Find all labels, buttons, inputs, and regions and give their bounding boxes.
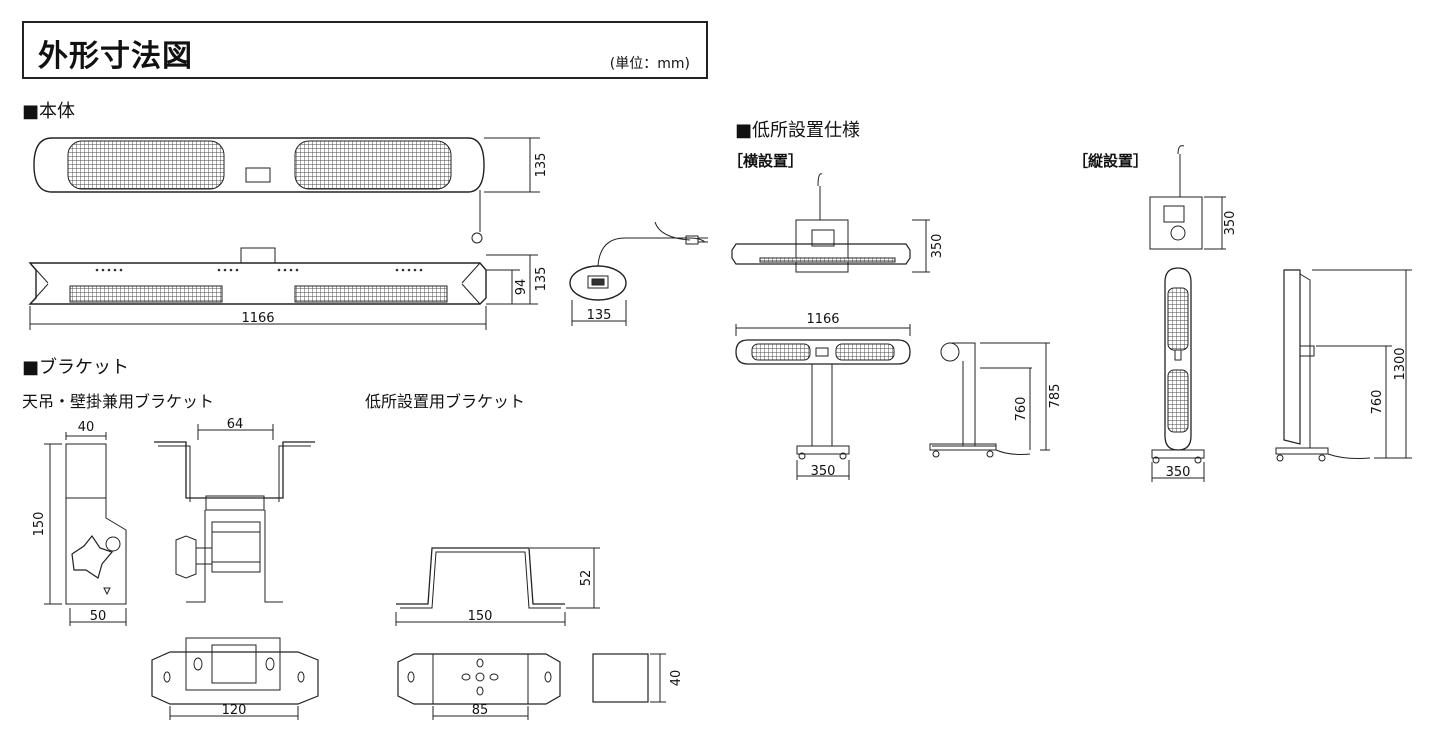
- low-bracket-end-view: [592, 653, 649, 703]
- heater-side-view: [28, 247, 487, 305]
- vertical-install-side-view: [1275, 269, 1371, 462]
- dim-h-760: 760: [1014, 397, 1029, 422]
- heater-front-view: [33, 137, 485, 193]
- dim-h-1166: 1166: [806, 312, 839, 327]
- vertical-install-top-view: [1149, 145, 1203, 250]
- dim-v-350-base: 350: [1166, 465, 1191, 480]
- dim-body-side-94: 94: [514, 279, 529, 296]
- dim-h-350-top: 350: [930, 234, 945, 259]
- dim-body-side-135: 135: [534, 267, 549, 292]
- horizontal-install-top-view: [731, 173, 911, 273]
- switch-unit: [569, 221, 708, 301]
- dim-v-760: 760: [1370, 390, 1385, 415]
- dim-b1-50: 50: [90, 609, 107, 624]
- wall-bracket-plate: [151, 637, 319, 705]
- title-box: 外形寸法図 (単位：mm): [22, 21, 708, 79]
- dim-switch-135: 135: [587, 308, 612, 323]
- horizontal-install-front-view: [735, 339, 911, 460]
- subsection-horizontal: ［横設置］: [728, 152, 804, 170]
- dim-body-width-1166: 1166: [241, 311, 274, 326]
- dim-body-height-135: 135: [534, 153, 549, 178]
- vertical-install-front-view: [1151, 267, 1205, 464]
- dim-v-350-top: 350: [1223, 211, 1238, 236]
- dim-h-785: 785: [1048, 384, 1063, 409]
- dim-b1-64: 64: [227, 417, 244, 432]
- page-title: 外形寸法図: [38, 39, 193, 74]
- dim-b2-85: 85: [472, 703, 489, 718]
- horizontal-install-side-view: [929, 342, 1031, 458]
- low-bracket-plate: [397, 653, 561, 705]
- dim-b2-150: 150: [468, 609, 493, 624]
- dim-b2-52: 52: [579, 570, 594, 587]
- dim-b1-150: 150: [32, 512, 47, 537]
- dim-b1-40: 40: [78, 420, 95, 435]
- dim-b2-40: 40: [669, 670, 684, 687]
- section-bracket: ■ブラケット: [22, 357, 130, 378]
- unit-note: (単位：mm): [609, 56, 690, 72]
- subsection-ceiling-wall-bracket: 天吊・壁掛兼用ブラケット: [22, 392, 215, 411]
- section-low-install: ■低所設置仕様: [735, 120, 861, 141]
- section-body: ■本体: [22, 101, 76, 122]
- low-bracket-side-view: [396, 547, 565, 609]
- wall-bracket-side-view: [65, 443, 127, 605]
- wall-bracket-front-view: [154, 441, 315, 603]
- subsection-low-bracket: 低所設置用ブラケット: [365, 392, 526, 411]
- dim-h-350-base: 350: [811, 464, 836, 479]
- dim-v-1300: 1300: [1393, 347, 1408, 380]
- subsection-vertical: ［縦設置］: [1073, 152, 1149, 170]
- dim-b1-120: 120: [222, 703, 247, 718]
